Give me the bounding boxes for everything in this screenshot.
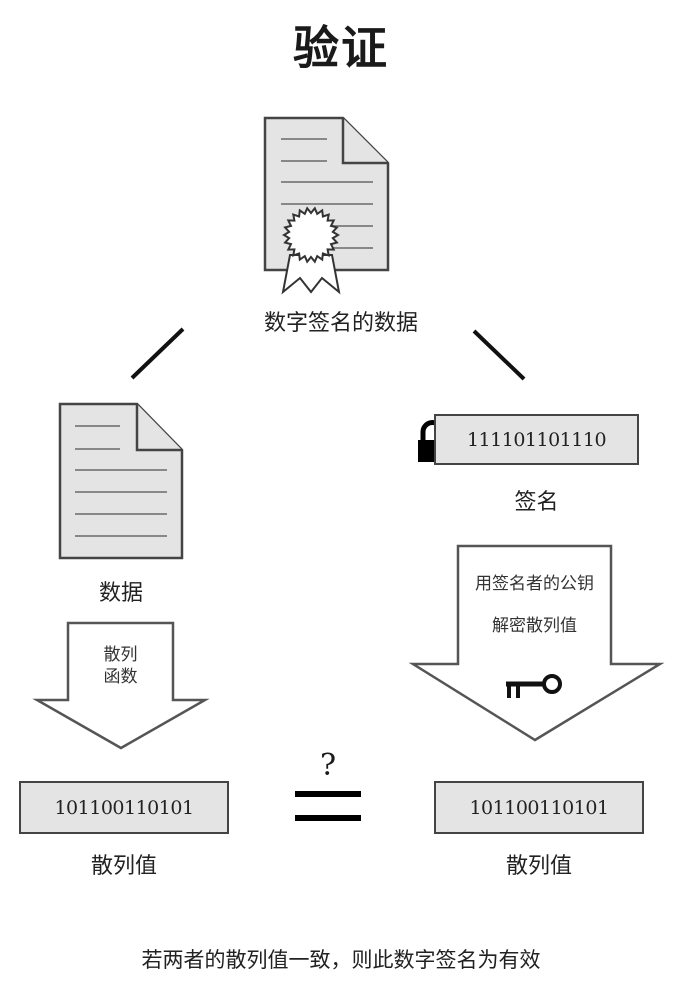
connector-line-right (472, 329, 526, 381)
conclusion-text: 若两者的散列值一致，则此数字签名为有效 (141, 948, 541, 972)
equals-icon (295, 791, 361, 821)
hash-function-text-line-2: 函数 (103, 667, 138, 687)
computed-hash-label: 散列值 (90, 854, 157, 879)
page-title: 验证 (293, 21, 389, 75)
computed-hash-box: 101100110101 (19, 781, 229, 834)
hash-function-text-line-1: 散列 (103, 645, 138, 665)
data-label: 数据 (98, 581, 143, 606)
hash-function-arrow (32, 621, 210, 750)
signed-data-label: 数字签名的数据 (263, 311, 418, 336)
decrypt-arrow (408, 544, 665, 742)
decrypt-text: 用签名者的公钥 解密散列值 (458, 570, 611, 640)
decrypt-text-line-1: 用签名者的公钥 (475, 574, 594, 594)
signature-box: 111101101110 (434, 414, 639, 465)
connector-line-left (130, 327, 185, 380)
document-icon (58, 402, 184, 560)
key-icon (506, 674, 562, 698)
signature-label: 签名 (514, 490, 559, 515)
seal-icon (282, 206, 340, 264)
decrypted-hash-box: 101100110101 (434, 781, 644, 834)
certificate-document-icon (263, 116, 390, 295)
question-mark: ? (319, 748, 337, 783)
decrypt-text-line-2: 解密散列值 (492, 616, 577, 636)
decrypted-hash-label: 散列值 (505, 854, 572, 879)
hash-function-text: 散列 函数 (68, 641, 173, 691)
